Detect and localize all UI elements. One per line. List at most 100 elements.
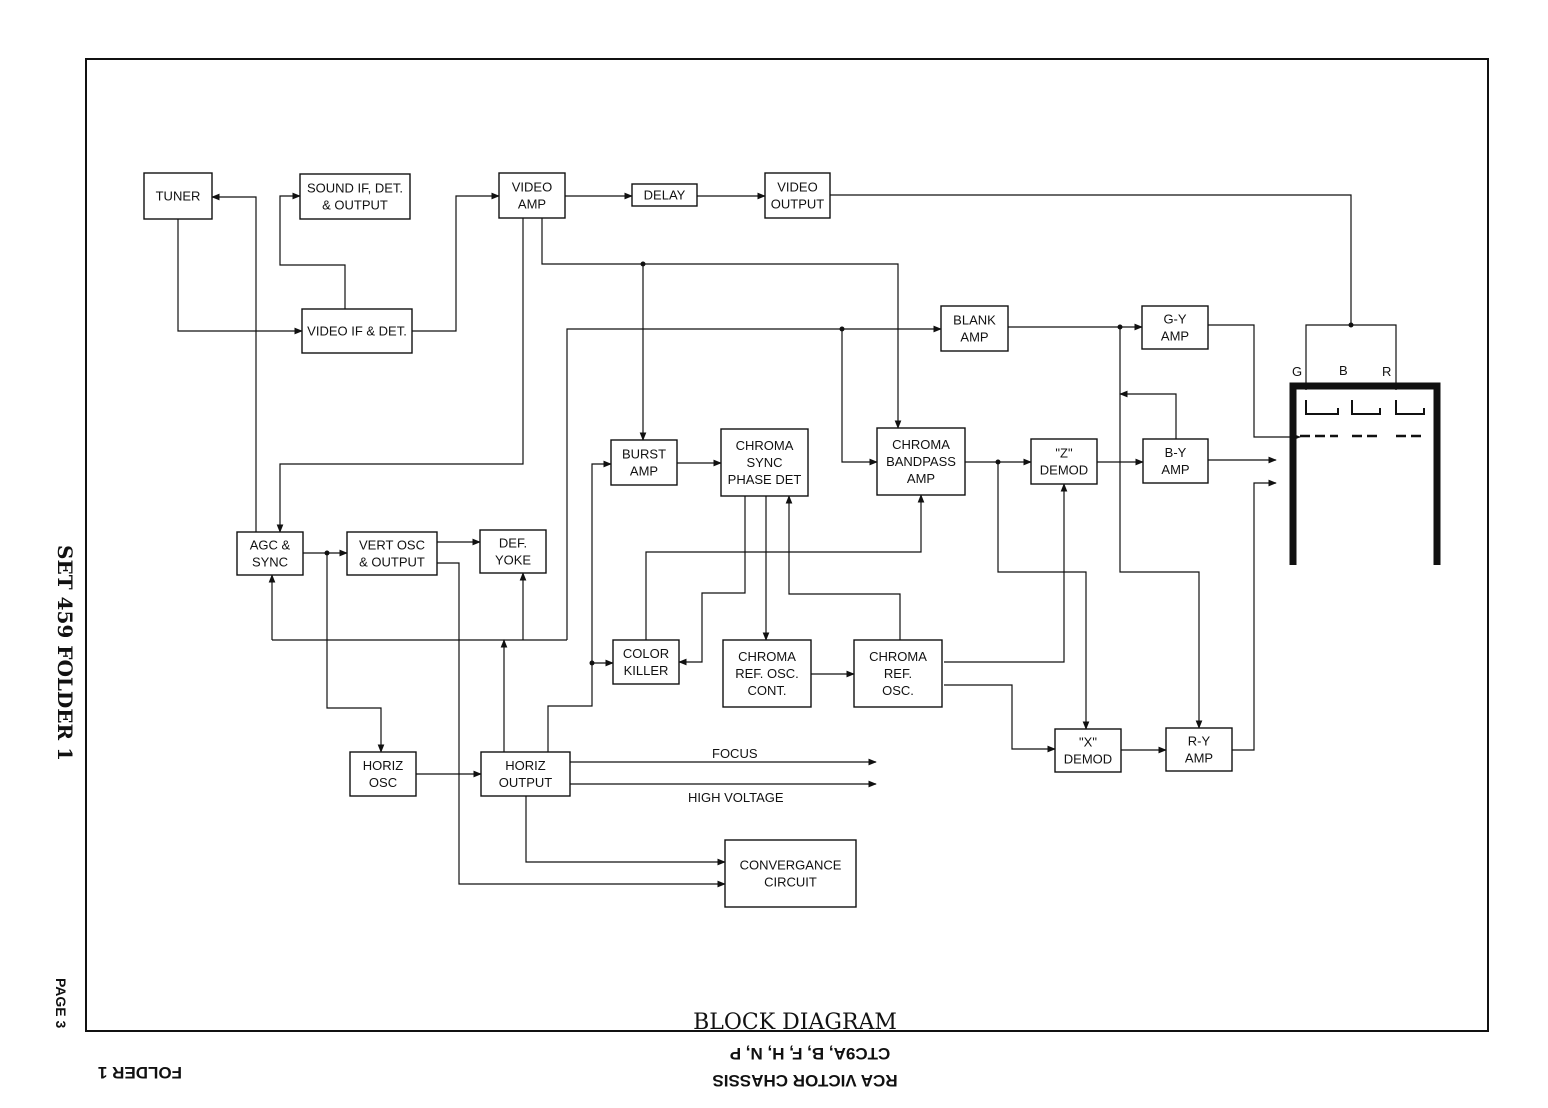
footer-maker: RCA VICTOR CHASSIS	[712, 1071, 898, 1090]
wire	[437, 562, 726, 888]
blank-amp-label: AMP	[960, 330, 988, 345]
chroma-ref-osc-label: REF.	[884, 666, 912, 681]
convergence-label: CIRCUIT	[764, 875, 817, 890]
wire	[541, 218, 902, 429]
chroma-ref-cont-label: REF. OSC.	[735, 666, 799, 681]
wire	[525, 796, 726, 866]
wire	[1208, 324, 1301, 441]
z-demod-label: "Z"	[1055, 446, 1073, 461]
def-yoke-label: YOKE	[495, 553, 531, 568]
wire	[678, 496, 746, 666]
sound-if-label: SOUND IF, DET.	[307, 181, 403, 196]
convergence-label: CONVERGANCE	[740, 858, 842, 873]
video-if-block: VIDEO IF & DET.	[301, 308, 413, 354]
video-amp-label: AMP	[518, 197, 546, 212]
delay-label: DELAY	[644, 188, 686, 203]
burst-amp-label: AMP	[630, 464, 658, 479]
color-killer-label: COLOR	[623, 646, 669, 661]
junction-dot	[1348, 322, 1354, 328]
by-amp-block: B-Y AMP	[1142, 438, 1209, 484]
chroma-bandpass-label: AMP	[907, 471, 935, 486]
video-amp-label: VIDEO	[512, 180, 552, 195]
gun-b-label: B	[1339, 363, 1348, 378]
horiz-output-label: HORIZ	[505, 758, 546, 773]
burst-amp-block: BURST AMP	[610, 439, 678, 486]
wire	[412, 192, 500, 332]
vert-osc-block: VERT OSC & OUTPUT	[346, 531, 438, 576]
x-demod-label: "X"	[1079, 735, 1097, 750]
wire	[276, 218, 524, 533]
chroma-bandpass-label: CHROMA	[892, 437, 950, 452]
z-demod-block: "Z" DEMOD	[1030, 438, 1098, 485]
video-amp-block: VIDEO AMP	[498, 172, 566, 219]
wire	[944, 684, 1056, 753]
vert-osc-label: & OUTPUT	[359, 555, 425, 570]
def-yoke-block: DEF. YOKE	[479, 529, 547, 574]
chroma-sync-label: CHROMA	[736, 438, 794, 453]
gun-g-label: G	[1292, 364, 1302, 379]
def-yoke-label: DEF.	[499, 536, 527, 551]
wire	[326, 553, 385, 753]
horiz-output-label: OUTPUT	[499, 775, 553, 790]
page-label: PAGE 3	[53, 978, 69, 1029]
by-amp-label: AMP	[1161, 462, 1189, 477]
wire	[211, 193, 257, 532]
diagram-frame	[85, 58, 1489, 1032]
color-killer-block: COLOR KILLER	[612, 639, 680, 685]
chroma-ref-osc-label: OSC.	[882, 683, 914, 698]
vert-osc-label: VERT OSC	[359, 538, 425, 553]
wire	[944, 483, 1068, 663]
sound-if-label: & OUTPUT	[322, 198, 388, 213]
sound-if-block: SOUND IF, DET. & OUTPUT	[299, 173, 411, 220]
wire	[566, 325, 942, 640]
junction-dot	[839, 326, 845, 332]
junction-dot	[324, 550, 330, 556]
convergence-block: CONVERGANCE CIRCUIT	[724, 839, 857, 908]
wire	[1119, 390, 1177, 439]
junction-dot	[1117, 324, 1123, 330]
agc-sync-block: AGC &SYNC	[236, 531, 304, 576]
by-amp-label: B-Y	[1165, 445, 1187, 460]
x-demod-label: DEMOD	[1064, 752, 1112, 767]
picture-tube: G B R	[1289, 363, 1441, 565]
chroma-sync-label: PHASE DET	[728, 472, 802, 487]
tuner-block: TUNER	[143, 172, 213, 220]
delay-block: DELAY	[631, 183, 698, 207]
wire	[785, 495, 901, 640]
gun-r-label: R	[1382, 364, 1391, 379]
wire	[841, 329, 878, 466]
agc-sync-label: SYNC	[252, 555, 288, 570]
wire	[1232, 479, 1277, 751]
x-demod-block: "X" DEMOD	[1054, 728, 1122, 773]
focus-label: FOCUS	[712, 746, 758, 761]
wire	[997, 462, 1090, 730]
ry-amp-label: AMP	[1185, 751, 1213, 766]
junction-dot	[640, 261, 646, 267]
wire	[547, 460, 612, 752]
crt-cathodes	[1305, 400, 1425, 415]
chroma-ref-cont-label: CHROMA	[738, 649, 796, 664]
wire	[1305, 324, 1397, 390]
z-demod-label: DEMOD	[1040, 463, 1088, 478]
horiz-osc-label: HORIZ	[363, 758, 404, 773]
high-voltage-label: HIGH VOLTAGE	[688, 790, 784, 805]
video-if-label: VIDEO IF & DET.	[307, 324, 407, 339]
footer-folder: FOLDER 1	[97, 1063, 183, 1082]
wire	[279, 192, 346, 309]
side-label: SET 459 FOLDER 1	[53, 545, 77, 762]
footer-chassis: CTC9A, B, F, H, N, P	[729, 1044, 891, 1063]
horiz-output-block: HORIZ OUTPUT	[480, 751, 571, 797]
color-killer-label: KILLER	[624, 663, 669, 678]
tuner-label: TUNER	[156, 189, 201, 204]
burst-amp-label: BURST	[622, 447, 666, 462]
